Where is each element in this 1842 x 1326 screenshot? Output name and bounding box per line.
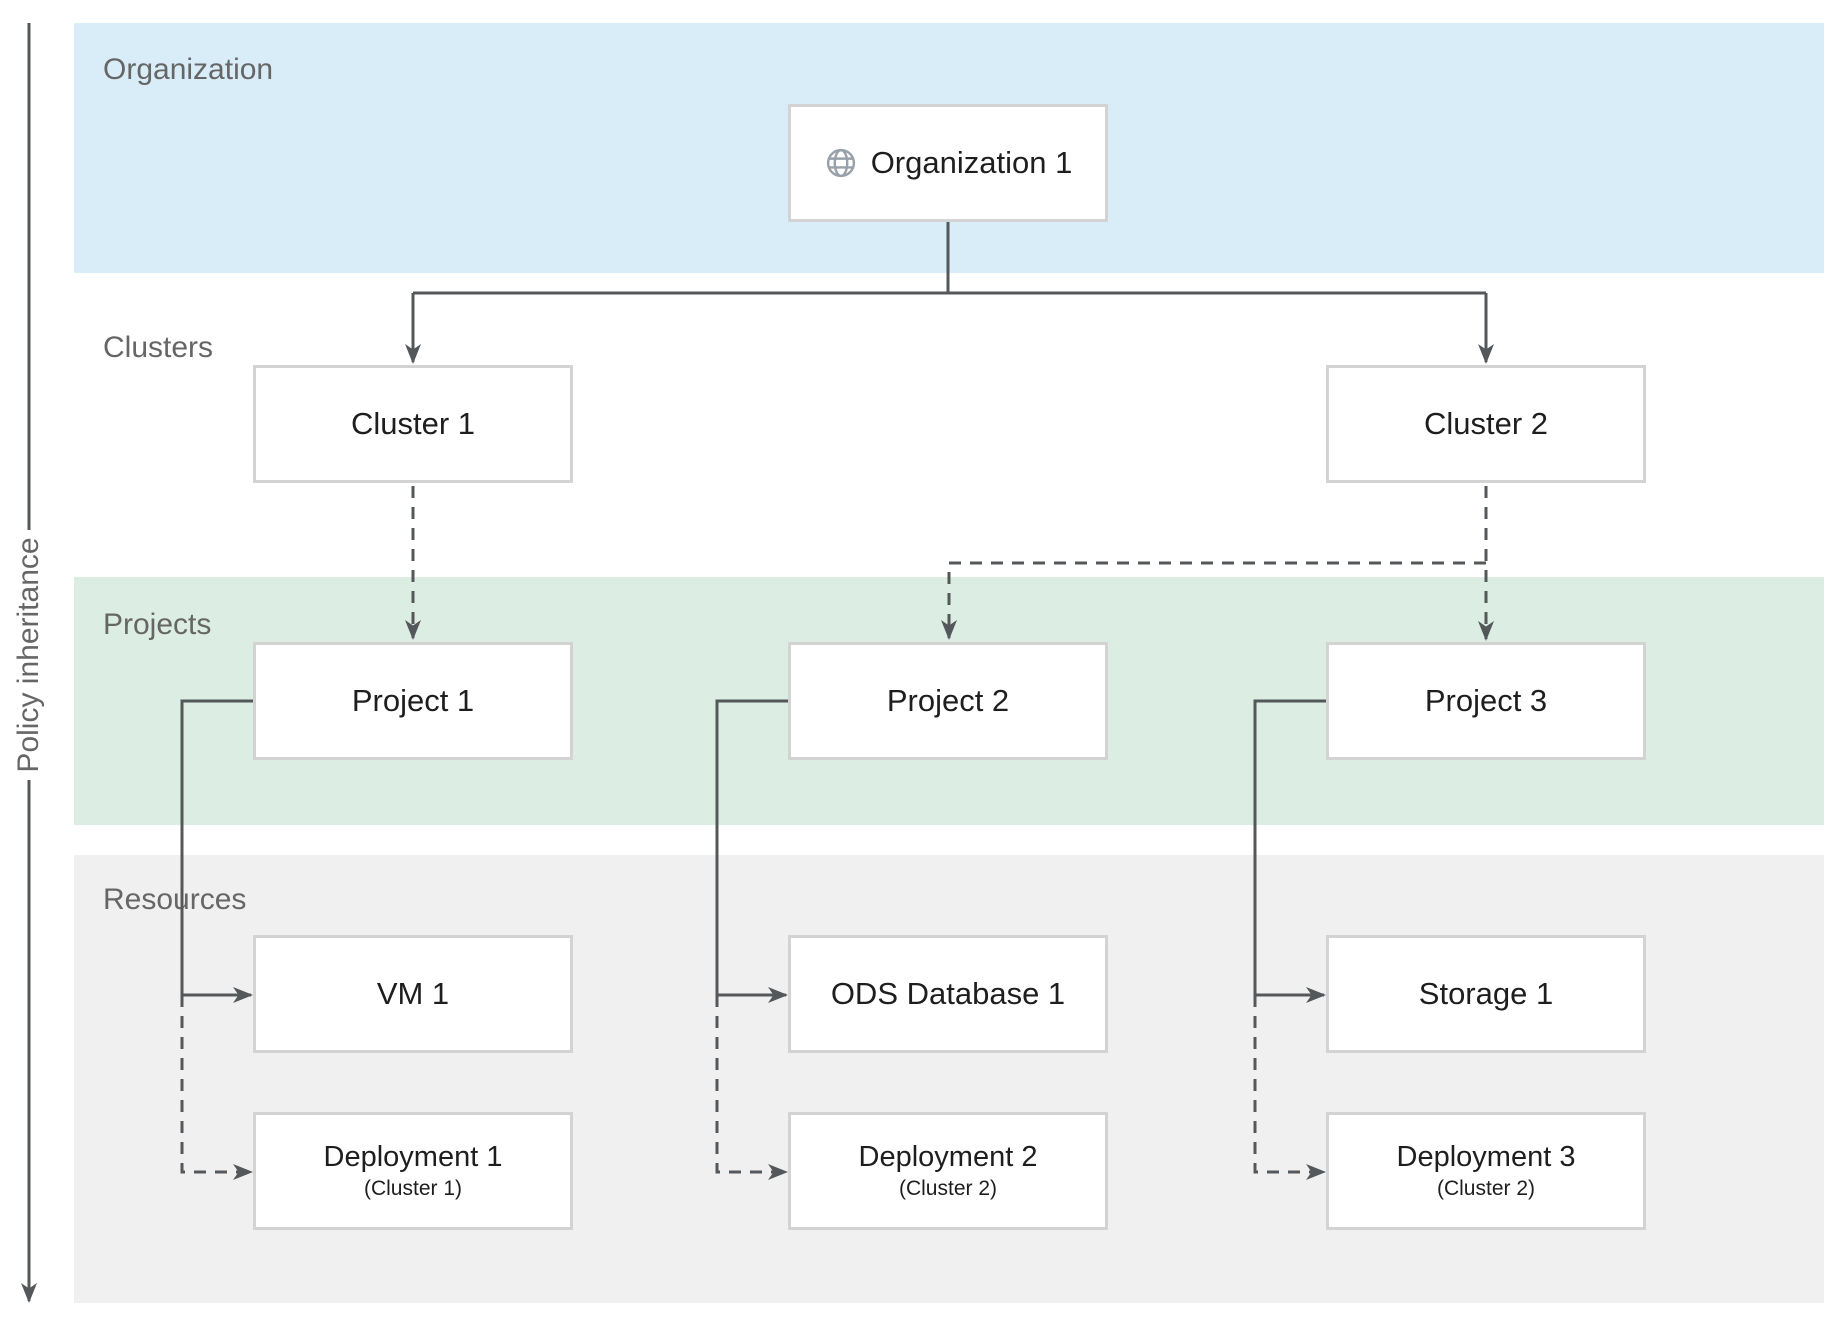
node-sublabel: (Cluster 2) — [1436, 1177, 1536, 1200]
node-sublabel: (Cluster 2) — [898, 1177, 998, 1200]
node-project3: Project 3 — [1326, 642, 1646, 760]
node-label: Project 1 — [351, 683, 475, 718]
node-project2: Project 2 — [788, 642, 1108, 760]
node-cluster1: Cluster 1 — [253, 365, 573, 483]
node-label: Deployment 3 — [1396, 1141, 1576, 1173]
node-label: Project 2 — [886, 683, 1010, 718]
node-vm1: VM 1 — [253, 935, 573, 1053]
band-label-resources: Resources — [103, 883, 247, 916]
node-label: VM 1 — [376, 976, 450, 1011]
node-label: ODS Database 1 — [830, 976, 1066, 1011]
policy-inheritance-label: Policy inheritance — [12, 537, 45, 773]
node-deployment1: Deployment 1 (Cluster 1) — [253, 1112, 573, 1230]
node-project1: Project 1 — [253, 642, 573, 760]
node-label: Deployment 2 — [858, 1141, 1038, 1173]
node-ods-database1: ODS Database 1 — [788, 935, 1108, 1053]
node-organization1: Organization 1 — [788, 104, 1108, 222]
node-deployment2: Deployment 2 (Cluster 2) — [788, 1112, 1108, 1230]
node-sublabel: (Cluster 1) — [363, 1177, 463, 1200]
band-label-organization: Organization — [103, 53, 274, 86]
band-resources — [74, 855, 1824, 1303]
node-label: Cluster 2 — [1423, 406, 1549, 441]
node-label: Cluster 1 — [350, 406, 476, 441]
node-deployment3: Deployment 3 (Cluster 2) — [1326, 1112, 1646, 1230]
band-label-clusters: Clusters — [103, 331, 214, 364]
node-label: Organization 1 — [870, 145, 1073, 180]
band-label-projects: Projects — [103, 608, 212, 641]
globe-icon — [826, 148, 855, 178]
node-label: Storage 1 — [1418, 976, 1554, 1011]
node-label: Project 3 — [1424, 683, 1548, 718]
node-storage1: Storage 1 — [1326, 935, 1646, 1053]
node-label: Deployment 1 — [323, 1141, 503, 1173]
node-cluster2: Cluster 2 — [1326, 365, 1646, 483]
